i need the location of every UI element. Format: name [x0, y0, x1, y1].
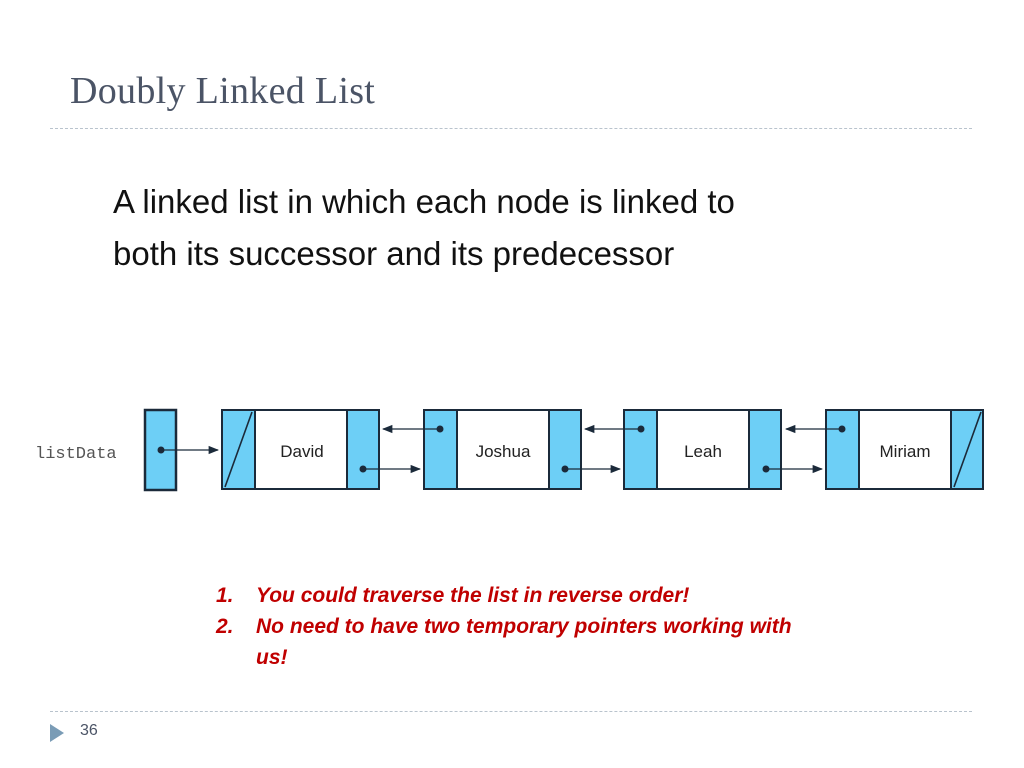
node-label-leah: Leah	[684, 442, 722, 461]
definition-line-2: both its successor and its predecessor	[113, 235, 675, 272]
advantages-list: 1. You could traverse the list in revers…	[216, 580, 816, 673]
page-number: 36	[80, 722, 98, 739]
slide-title: Doubly Linked List	[70, 70, 376, 112]
doubly-linked-list-diagram: listData David Joshua Leah	[35, 408, 984, 492]
node-label-miriam: Miriam	[880, 442, 931, 461]
list-item-text: No need to have two temporary pointers w…	[256, 615, 792, 669]
list-item: 1. You could traverse the list in revers…	[216, 580, 816, 611]
head-pointer-label: listData	[35, 445, 117, 464]
footer-divider	[50, 711, 972, 712]
definition-line-1: A linked list in which each node is link…	[113, 183, 735, 220]
list-node-david: David	[221, 409, 422, 490]
null-back-pointer	[224, 411, 253, 488]
node-label-david: David	[280, 442, 323, 461]
head-pointer-box	[143, 408, 220, 492]
node-label-joshua: Joshua	[476, 442, 531, 461]
list-item-number: 2.	[216, 615, 234, 638]
list-node-leah: Leah	[583, 409, 824, 490]
list-node-miriam: Miriam	[784, 409, 984, 490]
list-item-text: You could traverse the list in reverse o…	[256, 584, 690, 607]
triangle-marker-icon	[50, 724, 64, 742]
null-next-pointer	[953, 411, 982, 488]
list-item: 2. No need to have two temporary pointer…	[216, 611, 816, 673]
title-divider	[50, 128, 972, 129]
list-node-joshua: Joshua	[381, 409, 622, 490]
list-item-number: 1.	[216, 584, 234, 607]
definition-text: A linked list in which each node is link…	[113, 176, 913, 280]
